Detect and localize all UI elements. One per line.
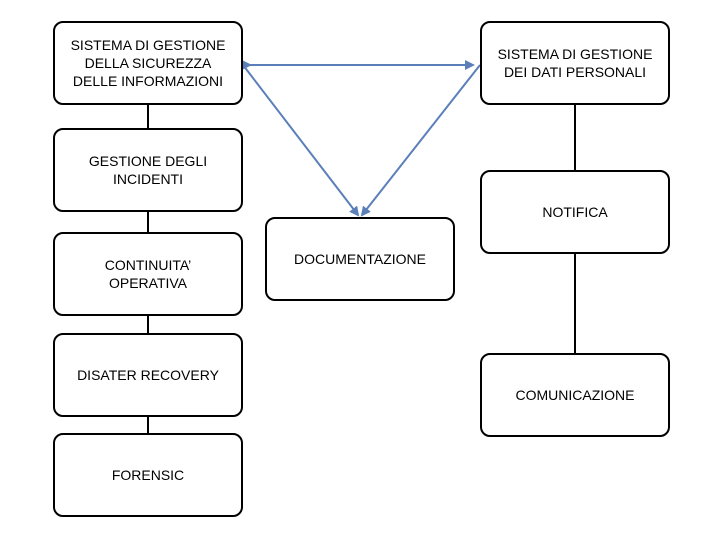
node-documentazione: DOCUMENTAZIONE (265, 217, 455, 301)
node-sgdp: SISTEMA DI GESTIONE DEI DATI PERSONALI (480, 21, 670, 105)
node-sgsi: SISTEMA DI GESTIONE DELLA SICUREZZA DELL… (53, 21, 243, 105)
node-gestione-incidenti: GESTIONE DEGLI INCIDENTI (53, 128, 243, 212)
node-notifica: NOTIFICA (480, 170, 670, 254)
arrow-sgsi-documentazione (242, 64, 360, 217)
node-forensic: FORENSIC (53, 433, 243, 517)
node-comunicazione: COMUNICAZIONE (480, 353, 670, 437)
node-continuita-operativa: CONTINUITA’ OPERATIVA (53, 232, 243, 316)
arrow-sgdp-documentazione (360, 64, 481, 217)
node-disaster-recovery: DISATER RECOVERY (53, 333, 243, 417)
